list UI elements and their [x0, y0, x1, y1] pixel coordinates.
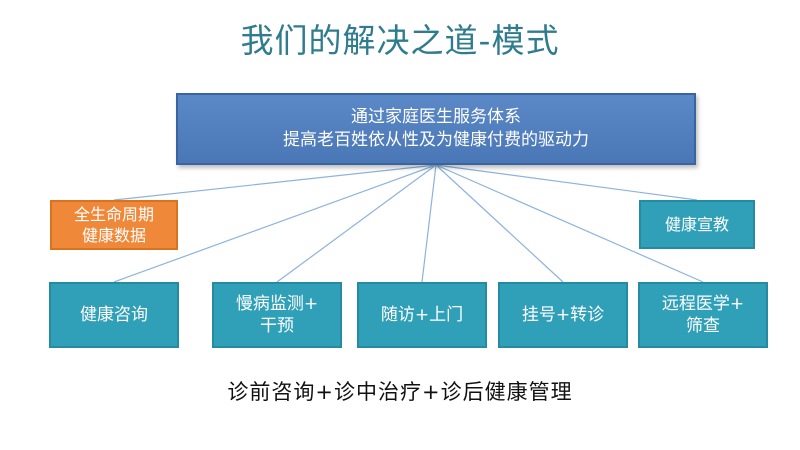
service-box-registration: 挂号+转诊 — [498, 282, 628, 348]
core-strategy-line-2: 提高老百姓依从性及为健康付费的驱动力 — [283, 130, 589, 150]
lifecycle-data-line-1: 全生命周期 — [73, 205, 154, 224]
lifecycle-data-box: 全生命周期 健康数据 — [50, 200, 178, 250]
lifecycle-data-line-2: 健康数据 — [81, 226, 146, 245]
page-title: 我们的解决之道-模式 — [240, 21, 560, 60]
connector-to-health-education — [435, 164, 698, 201]
footer-caption: 诊前咨询+诊中治疗+诊后健康管理 — [227, 380, 573, 404]
service-label-line-1: 远程医学+ — [661, 294, 745, 314]
core-strategy-box: 通过家庭医生服务体系 提高老百姓依从性及为健康付费的驱动力 — [176, 93, 696, 165]
health-education-label: 健康宣教 — [664, 214, 729, 234]
service-label-line-1: 慢病监测+ — [235, 294, 319, 314]
service-box-chronic-monitor: 慢病监测+ 干预 — [212, 282, 342, 348]
service-box-health-consult: 健康咨询 — [49, 282, 179, 348]
service-box-remote-medicine: 远程医学+ 筛查 — [638, 282, 768, 348]
connector-to-lifecycle-data — [113, 164, 437, 201]
service-label-line-2: 干预 — [260, 316, 294, 336]
service-label-line-2: 筛查 — [686, 316, 720, 336]
service-label-line-1: 健康咨询 — [80, 305, 148, 325]
service-box-followup: 随访+上门 — [357, 282, 487, 348]
core-strategy-line-1: 通过家庭医生服务体系 — [351, 107, 521, 127]
connector-to-registration — [435, 164, 564, 283]
connector-to-chronic-monitor — [276, 164, 437, 283]
service-label-line-1: 挂号+转诊 — [521, 305, 605, 325]
service-label-line-1: 随访+上门 — [380, 305, 464, 325]
health-education-box: 健康宣教 — [639, 200, 755, 249]
connector-to-followup — [421, 164, 437, 283]
